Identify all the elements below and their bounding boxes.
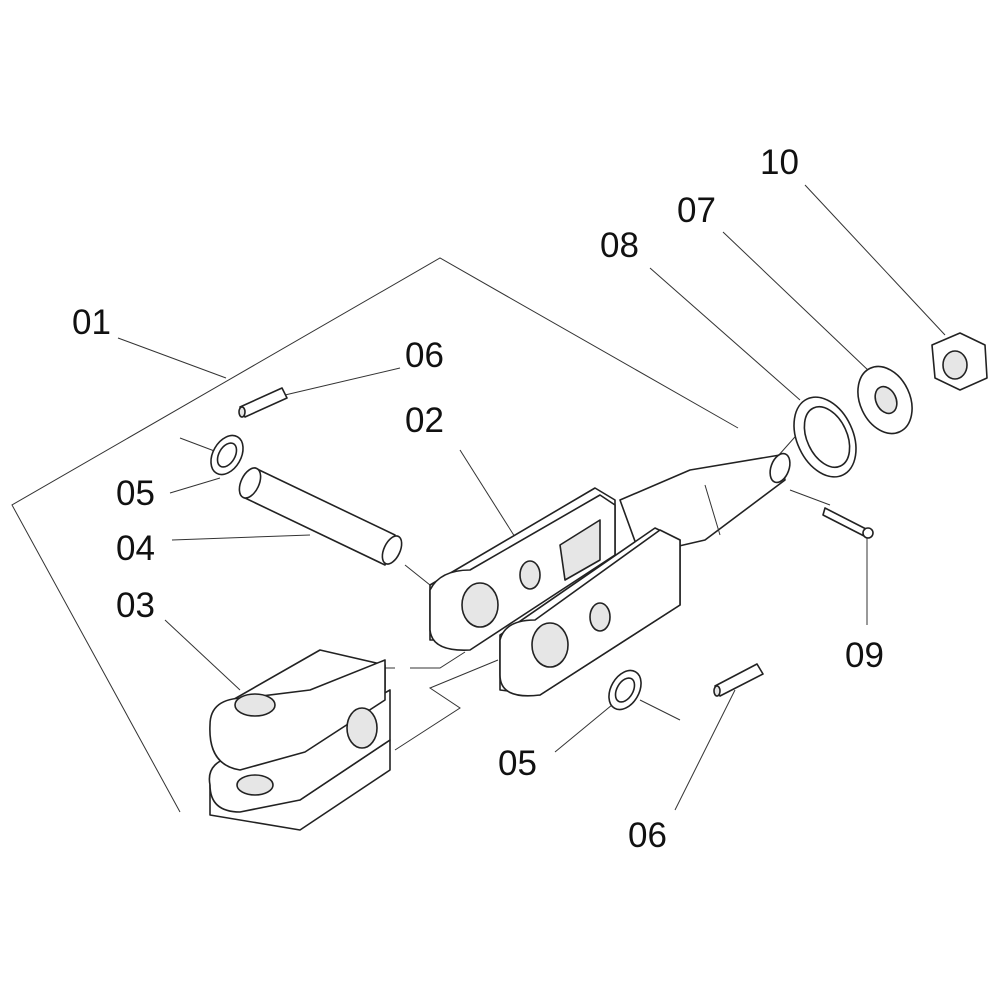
callout-10: 10 [760,143,799,182]
callout-07: 07 [677,191,716,230]
roll-pin-06-upper [238,387,288,418]
callout-01: 01 [72,303,111,342]
callout-06-lower: 06 [628,816,667,855]
washer-07 [857,365,913,435]
callout-05-upper: 05 [116,474,155,513]
link-plate-front [499,527,681,697]
assembly-bracket-01 [11,257,739,813]
callout-09: 09 [845,636,884,675]
clevis-03 [208,649,391,831]
cotter-pin-09 [822,507,874,539]
link-plate-02 [429,487,616,651]
callout-03: 03 [116,586,155,625]
washer-05-lower [608,669,642,711]
callout-02: 02 [405,401,444,440]
callout-05-lower: 05 [498,744,537,783]
pin-04 [238,467,403,566]
callout-06-upper: 06 [405,336,444,375]
washer-05-upper [210,434,244,476]
callout-04: 04 [116,529,155,568]
washer-08 [793,396,857,478]
callout-08: 08 [600,226,639,265]
castle-nut-10 [931,332,988,391]
roll-pin-06-lower [713,663,764,697]
